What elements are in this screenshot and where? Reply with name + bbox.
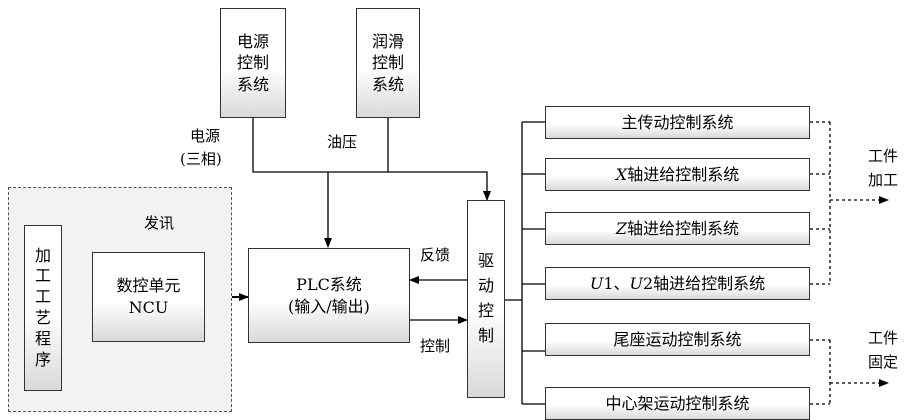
oil-pressure-label: 油压: [327, 133, 358, 151]
subsystem-main-drive: 主传动控制系统: [545, 106, 810, 139]
workpiece-fix-label-2: 固定: [868, 353, 899, 371]
ncu-box: 数控单元 NCU: [92, 252, 205, 342]
control-label: 控制: [420, 337, 451, 355]
subsystem-steady-rest: 中心架运动控制系统: [545, 387, 810, 420]
plc-box: PLC系统 (输入/输出): [248, 248, 410, 343]
signal-label: 发讯: [144, 214, 175, 232]
subsystem-tailstock: 尾座运动控制系统: [545, 323, 810, 356]
drive-control-box: 驱 动 控 制: [467, 200, 505, 398]
power-control-box: 电源 控制 系统: [220, 8, 286, 118]
plc-subtitle: (输入/输出): [288, 296, 370, 316]
ncu-title: 数控单元: [116, 276, 181, 296]
workpiece-process-label-2: 加工: [868, 171, 899, 189]
feedback-label: 反馈: [420, 246, 451, 264]
three-phase-label: (三相): [180, 150, 222, 168]
ncu-abbr: NCU: [128, 298, 169, 317]
workpiece-process-label-1: 工件: [868, 147, 899, 165]
power-label: 电源: [190, 127, 221, 145]
process-program-box: 加 工 工 艺 程 序: [24, 225, 62, 391]
lube-control-box: 润滑 控制 系统: [356, 8, 420, 118]
workpiece-fix-label-1: 工件: [868, 329, 899, 347]
plc-title: PLC系统: [296, 274, 362, 294]
power-line: [252, 118, 491, 201]
